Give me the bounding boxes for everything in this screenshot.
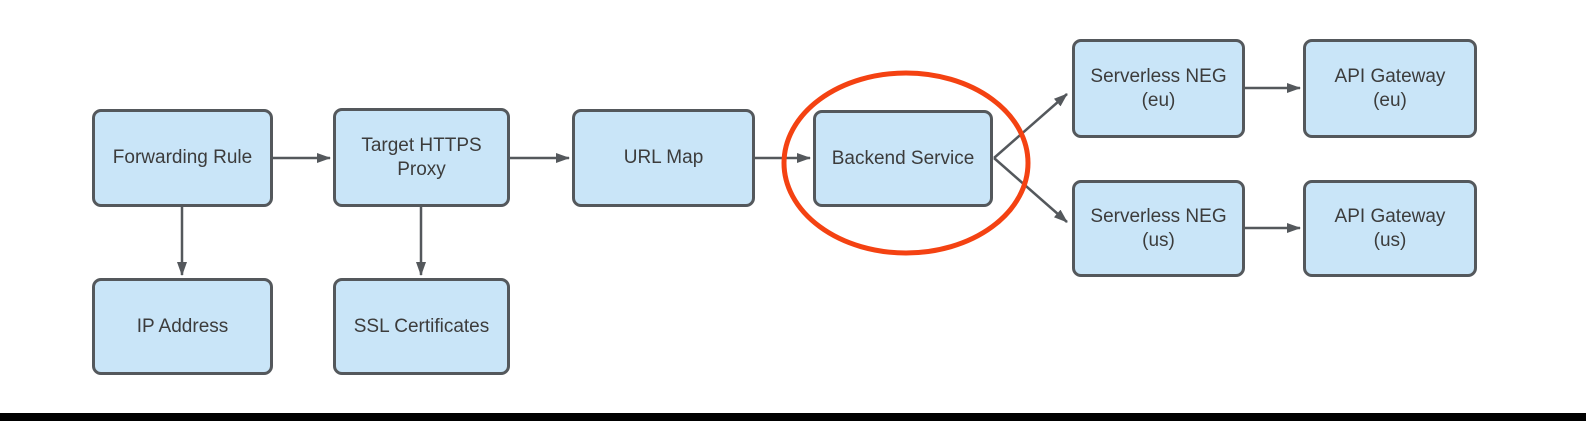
node-label-line: Backend Service [831, 147, 975, 169]
edge-backend-service-to-serverless-neg-eu [993, 93, 1068, 159]
node-label-line: API Gateway [1334, 205, 1446, 227]
node-label-line: Forwarding Rule [112, 147, 253, 168]
node-serverless-neg-eu: Serverless NEG (eu) [1072, 39, 1245, 138]
node-api-gateway-eu: API Gateway (eu) [1303, 39, 1477, 138]
node-api-gateway-us: API Gateway (us) [1303, 180, 1477, 277]
node-serverless-neg-eu-label: Serverless NEG (eu) [1090, 65, 1226, 113]
node-label-line: Proxy [397, 158, 446, 180]
node-backend-service-label: Backend Service [832, 147, 975, 171]
node-label-line: API Gateway [1334, 65, 1446, 87]
node-forwarding-rule: Forwarding Rule [92, 109, 273, 207]
node-backend-service: Backend Service [813, 110, 993, 207]
node-label-line: Serverless NEG [1090, 65, 1227, 87]
node-ssl-certificates-label: SSL Certificates [354, 315, 490, 339]
node-ip-address: IP Address [92, 278, 273, 375]
node-label-line: (eu) [1373, 89, 1407, 111]
node-label-line: Target HTTPS [361, 134, 482, 156]
node-url-map-label: URL Map [624, 146, 704, 170]
node-label-line: URL Map [623, 147, 704, 168]
node-target-https-proxy: Target HTTPS Proxy [333, 108, 510, 207]
node-label-line: IP Address [136, 315, 229, 337]
bottom-border-line [0, 413, 1586, 421]
node-label-line: (eu) [1141, 89, 1176, 111]
node-url-map: URL Map [572, 109, 755, 207]
node-label-line: (us) [1373, 229, 1407, 251]
node-label-line: Serverless NEG [1090, 205, 1227, 227]
node-ip-address-label: IP Address [137, 315, 229, 339]
node-api-gateway-eu-label: API Gateway (eu) [1335, 65, 1446, 113]
node-ssl-certificates: SSL Certificates [333, 278, 510, 375]
node-api-gateway-us-label: API Gateway (us) [1335, 205, 1446, 253]
node-serverless-neg-us: Serverless NEG (us) [1072, 180, 1245, 277]
node-label-line: SSL Certificates [353, 315, 490, 337]
edge-backend-service-to-serverless-neg-us [993, 157, 1068, 223]
node-label-line: (us) [1142, 229, 1175, 251]
node-forwarding-rule-label: Forwarding Rule [113, 146, 252, 170]
node-serverless-neg-us-label: Serverless NEG (us) [1090, 205, 1226, 253]
node-target-https-proxy-label: Target HTTPS Proxy [361, 134, 481, 182]
